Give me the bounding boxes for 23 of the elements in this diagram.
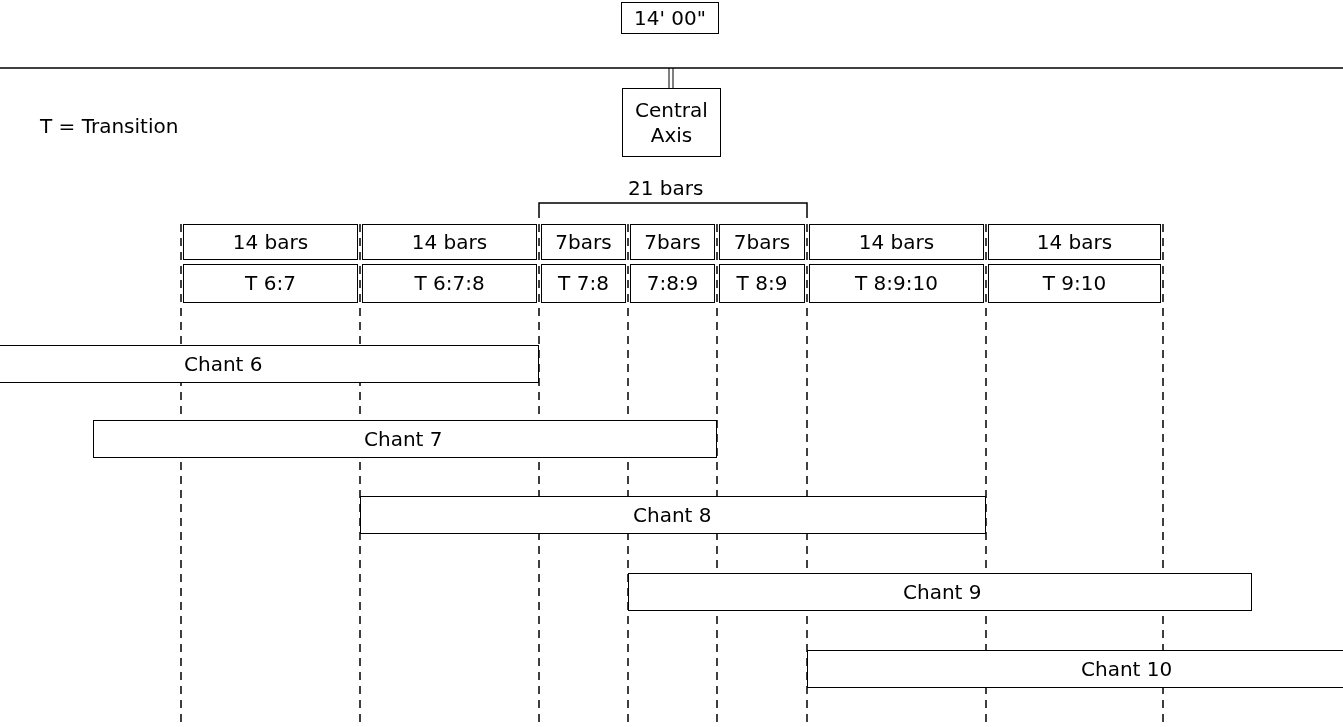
chant-bar: Chant 10 bbox=[807, 650, 1343, 688]
bar-count-cell: 14 bars bbox=[183, 224, 358, 260]
chant-bar: Chant 9 bbox=[628, 573, 1252, 611]
transition-cell: T 6:7:8 bbox=[362, 264, 537, 303]
transition-cell: T 8:9:10 bbox=[809, 264, 984, 303]
chant-bar: Chant 8 bbox=[360, 496, 986, 534]
transition-cell: T 8:9 bbox=[719, 264, 805, 303]
bar-count-label: 21 bars bbox=[628, 176, 704, 200]
transition-cell: T 7:8 bbox=[541, 264, 626, 303]
chant-bar: Chant 7 bbox=[93, 420, 717, 458]
bar-count-cell: 7bars bbox=[541, 224, 626, 260]
bar-count-cell: 14 bars bbox=[362, 224, 537, 260]
central-axis-box: Central Axis bbox=[622, 88, 721, 157]
transition-cell: T 9:10 bbox=[988, 264, 1161, 303]
bar-count-cell: 14 bars bbox=[988, 224, 1161, 260]
bar-count-cell: 7bars bbox=[630, 224, 715, 260]
transition-cell: T 6:7 bbox=[183, 264, 358, 303]
transition-cell: 7:8:9 bbox=[630, 264, 715, 303]
bar-count-cell: 7bars bbox=[719, 224, 805, 260]
bar-count-cell: 14 bars bbox=[809, 224, 984, 260]
duration-box: 14' 00" bbox=[621, 2, 719, 34]
legend-note: T = Transition bbox=[40, 114, 179, 138]
chant-bar: Chant 6 bbox=[0, 345, 539, 383]
